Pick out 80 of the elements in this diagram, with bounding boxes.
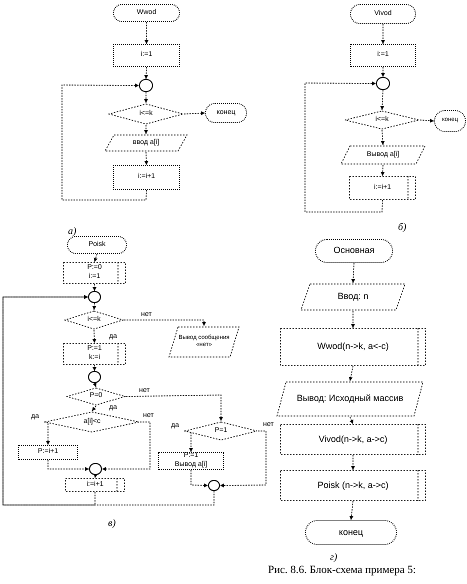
- panel-label: г): [330, 551, 338, 565]
- arrow: [92, 284, 96, 292]
- arrow: [62, 83, 147, 200]
- subroutine-box: [280, 328, 426, 366]
- arrow: [381, 24, 385, 44]
- io-parallelogram: [340, 145, 426, 165]
- arrow: [350, 416, 354, 424]
- io-parallelogram: [104, 134, 188, 152]
- arrow: [304, 81, 383, 212]
- process-box: [158, 452, 224, 470]
- arrow: [349, 500, 354, 520]
- decision-diamond: [64, 310, 124, 330]
- arrow: [348, 366, 354, 382]
- arrow: [44, 422, 50, 446]
- arrow: [144, 22, 148, 44]
- arrow: [92, 364, 96, 372]
- arrow: [381, 66, 385, 78]
- panel-label: б): [398, 221, 406, 235]
- panel-label: а): [68, 225, 76, 239]
- subroutine-box: [349, 176, 416, 200]
- arrow: [351, 310, 355, 328]
- node-label: Vivod(n->k, a->c): [318, 434, 388, 446]
- process-box: [113, 165, 180, 190]
- subroutine-box: [65, 478, 125, 492]
- arrow: [380, 130, 385, 146]
- arrow: [380, 164, 385, 176]
- arrow: [92, 330, 96, 344]
- node-label: Poisk (n->k, a->c): [317, 480, 389, 492]
- arrow: [126, 394, 223, 422]
- arrow: [144, 92, 148, 104]
- panel-label: в): [108, 517, 116, 531]
- arrow: [190, 470, 208, 488]
- node-label: конец: [338, 526, 364, 538]
- arrow: [351, 262, 356, 284]
- decision-diamond: [108, 103, 184, 125]
- decision-diamond: [44, 411, 140, 433]
- subroutine-box: [280, 470, 426, 501]
- terminator-shape: [434, 110, 466, 132]
- arrow: [420, 118, 434, 123]
- arrow: [184, 430, 193, 452]
- figure-caption: Рис. 8.6. Блок-схема примера 5:: [268, 563, 416, 578]
- subroutine-box: [280, 424, 426, 455]
- arrow: [92, 406, 96, 412]
- arrow: [2, 295, 214, 506]
- decision-diamond: [344, 110, 420, 130]
- decision-diamond: [66, 387, 126, 406]
- arrow: [92, 302, 96, 310]
- arrow: [94, 254, 98, 262]
- subroutine-box: [63, 343, 126, 365]
- arrow: [94, 474, 98, 478]
- terminator-shape: [205, 103, 247, 123]
- arrow: [48, 460, 90, 471]
- arrow: [380, 90, 384, 110]
- arrow: [220, 430, 266, 488]
- subroutine-box: [63, 262, 126, 284]
- arrow: [102, 422, 150, 471]
- terminator-shape: [113, 4, 180, 22]
- decision-diamond: [184, 421, 258, 441]
- node-label: Основная: [333, 245, 375, 257]
- arrow: [351, 454, 355, 470]
- terminator-shape: [350, 4, 416, 24]
- arrow: [144, 66, 148, 80]
- node-label: Ввод: n: [338, 291, 368, 303]
- io-parallelogram: [276, 381, 424, 417]
- terminator-shape: [67, 236, 127, 254]
- arrow: [184, 111, 206, 116]
- process-box: [18, 445, 78, 460]
- node-label: Wwod(n->k, a<-c): [317, 341, 389, 353]
- io-parallelogram: [168, 326, 240, 358]
- io-parallelogram: [300, 283, 406, 311]
- arrow: [144, 152, 148, 166]
- arrow: [144, 124, 148, 134]
- terminator-shape: [315, 239, 393, 263]
- node-label: Вывод: Исходный массив: [296, 393, 404, 405]
- process-box: [350, 44, 416, 67]
- arrow: [2, 295, 96, 506]
- terminator-shape: [305, 520, 397, 545]
- arrow: [92, 382, 96, 388]
- process-box: [113, 44, 180, 67]
- arrow: [124, 320, 206, 326]
